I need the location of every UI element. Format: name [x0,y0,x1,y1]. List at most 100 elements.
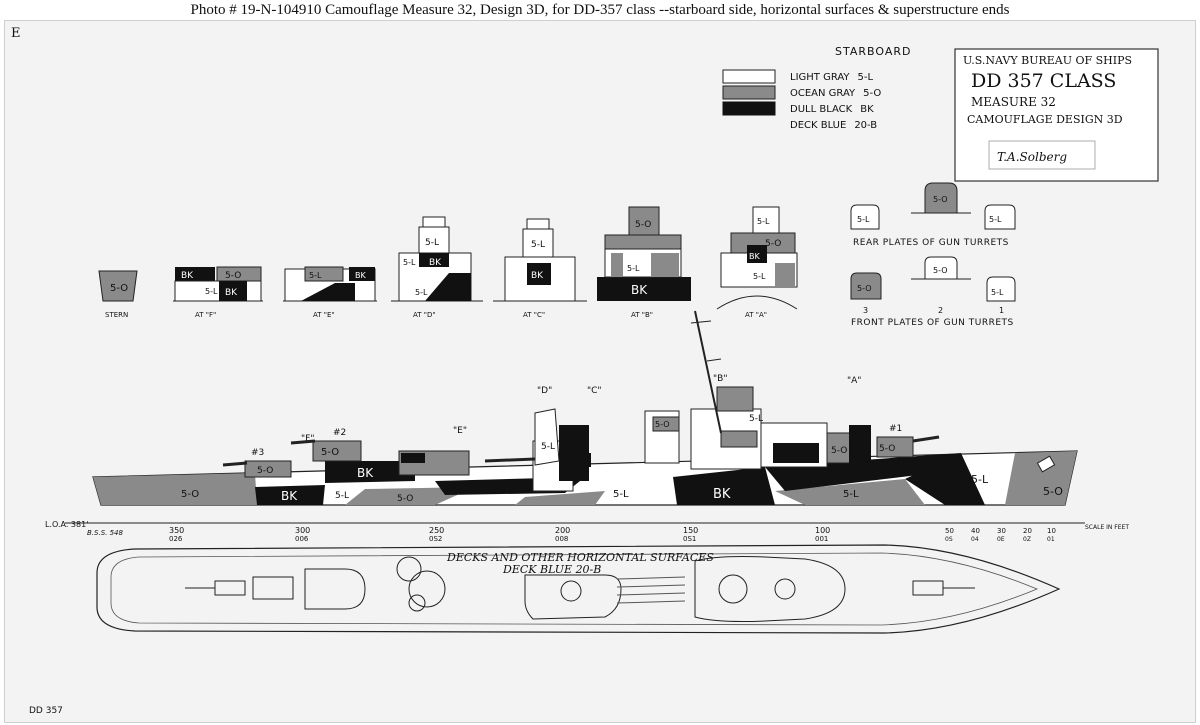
side-label: STARBOARD [835,45,911,58]
turret-number-3: 3 [863,306,868,315]
f-code-black: BK [181,271,194,281]
legend-code-light: 5-L [858,72,874,83]
front-1-code: 5-L [991,288,1004,297]
tick-10: 10 [1047,527,1056,535]
a-code-black: BK [749,252,760,261]
marker-mount-3: #3 [251,448,264,458]
profile-code-1: 5-O [181,489,199,500]
legend-label-black: DULL BLACK [790,104,853,115]
tick-rev-7: 04 [971,536,979,543]
legend-label-deckblue: DECK BLUE [790,120,846,131]
profile-code-17: 5-O [655,420,670,429]
corner-mark: E [11,26,21,41]
tick-rev-2: 0S2 [429,535,442,543]
scale-bar: L.O.A. 381' B.S.S. 548 SCALE IN FEET 350… [45,520,1129,543]
d-code-light-3: 5-L [415,288,428,297]
legend-swatch-dull-black [722,101,776,116]
e-code-light: 5-L [309,271,322,280]
marker-e: "E" [453,426,467,436]
legend-label-ocean: OCEAN GRAY [790,88,856,99]
tick-rev-9: 0Z [1023,536,1031,543]
marker-f: "F" [301,434,314,444]
tick-rev-6: 0S [945,536,953,543]
label-stern: STERN [105,311,128,319]
stern-code: 5-O [110,283,128,294]
a-code-light-2: 5-L [753,272,766,281]
scale-stamp: B.S.S. 548 [87,529,123,537]
front-plates-caption: FRONT PLATES OF GUN TURRETS [851,318,1014,328]
tick-300: 300 [295,526,310,535]
rear-2-code: 5-O [933,195,948,204]
turret-front-plates: 5-O 5-O 5-L 3 2 1 FRONT PLATES OF GUN TU… [850,256,1016,328]
c-code-black: BK [531,271,544,281]
photo-caption: Photo # 19-N-104910 Camouflage Measure 3… [190,2,1010,18]
tick-150: 150 [683,526,698,535]
profile-code-11: 5-L [971,473,989,486]
d-code-black: BK [429,258,442,268]
color-legend: LIGHT GRAY 5-L OCEAN GRAY 5-O DULL BLACK BK… [722,69,881,131]
f-code-black-2: BK [225,288,238,298]
rear-3-code: 5-L [857,215,870,224]
marker-b: "B" [713,374,727,384]
tick-20: 20 [1023,527,1032,535]
tick-rev-4: 0S1 [683,535,696,543]
marker-mount-1: #1 [889,424,902,434]
tick-50: 50 [945,527,954,535]
tick-rev-10: 01 [1047,536,1055,543]
profile-code-7: 5-O [397,494,413,504]
section-a: 5-L 5-O BK 5-L AT "A" [716,206,798,319]
rear-1-code: 5-L [989,215,1002,224]
plate-drawing: E STARBOARD LIGHT GRAY 5-L OCEAN GRAY 5-O … [11,26,1159,716]
profile-code-10: 5-L [843,489,859,500]
section-e: 5-L BK AT "E" [283,266,377,319]
f-code-light: 5-L [205,287,218,296]
section-b: 5-O 5-L BK AT "B" [597,206,691,319]
f-code-ocean: 5-O [225,271,241,281]
marker-d: "D" [537,386,552,396]
legend-swatch-ocean-gray [722,85,776,100]
label-d: AT "D" [413,311,436,319]
legend-swatch-light-gray [722,69,776,84]
label-c: AT "C" [523,311,545,319]
profile-code-5: BK [357,466,374,480]
tick-40: 40 [971,527,980,535]
a-code-ocean: 5-O [765,239,781,249]
tick-250: 250 [429,526,444,535]
scale-loa: L.O.A. 381' [45,520,88,529]
camouflage-plate: E STARBOARD LIGHT GRAY 5-L OCEAN GRAY 5-O … [4,20,1196,723]
b-code-black: BK [631,283,648,297]
title-line-2: DD 357 CLASS [971,70,1116,92]
label-f: AT "F" [195,311,216,319]
legend-code-ocean: 5-O [863,88,881,99]
legend-label-light: LIGHT GRAY [790,72,850,83]
legend-code-black: BK [860,104,874,115]
tick-rev-0: 026 [169,535,183,543]
title-line-3: MEASURE 32 [971,95,1056,109]
deck-plan: DECKS AND OTHER HORIZONTAL SURFACES DECK… [96,544,1061,634]
label-b: AT "B" [631,311,653,319]
turret-rear-plates: 5-L 5-O 5-L REAR PLATES OF GUN TURRETS [850,182,1016,248]
title-block: U.S.NAVY BUREAU OF SHIPS DD 357 CLASS ME… [954,48,1159,182]
approval-signature: T.A.Solberg [997,150,1067,164]
a-code-light: 5-L [757,217,770,226]
section-d: 5-L 5-L BK 5-L AT "D" [391,216,483,319]
profile-code-16: 5-O [879,444,895,454]
label-e: AT "E" [313,311,335,319]
profile-code-14: 5-L [749,414,763,424]
tick-rev-8: 0E [997,536,1005,543]
profile-code-9: BK [713,487,731,502]
tick-100: 100 [815,526,830,535]
e-code-black: BK [355,271,366,280]
title-line-4: CAMOUFLAGE DESIGN 3D [967,113,1123,126]
section-c: 5-L BK AT "C" [493,218,587,319]
signature-box [988,140,1096,170]
legend-code-deckblue: 20-B [854,120,877,131]
profile-code-3: 5-O [321,447,339,458]
profile-code-12: 5-O [1043,485,1063,498]
tick-350: 350 [169,526,184,535]
tick-rev-3: 008 [555,535,568,543]
